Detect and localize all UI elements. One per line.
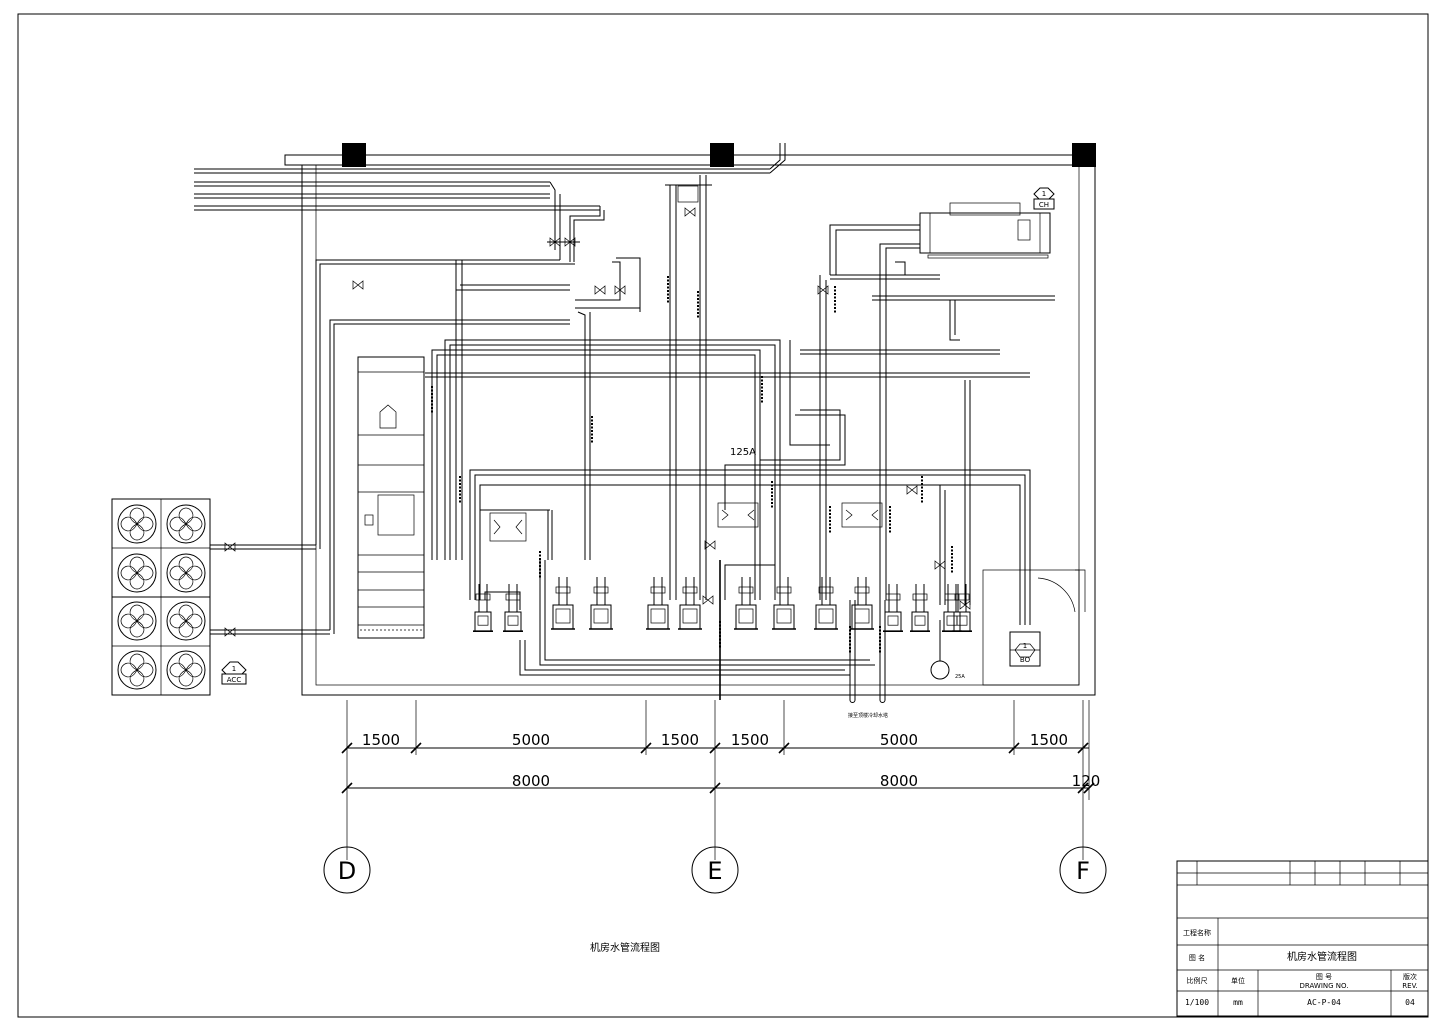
dim-bottom-2: 8000 <box>880 772 918 790</box>
dim-top-4: 1500 <box>731 731 769 749</box>
air-cooled-condenser <box>111 259 575 696</box>
condenser-fan-icon <box>166 553 206 593</box>
axis-f: F <box>1076 857 1090 885</box>
pump-icon <box>473 584 493 633</box>
valve-icon <box>224 627 236 637</box>
tag-bo-code: BO <box>1020 656 1031 664</box>
tb-scale-value: 1/100 <box>1185 998 1209 1007</box>
valve-icon <box>704 540 716 550</box>
pump-icon <box>646 577 670 630</box>
condenser-fan-icon <box>166 504 206 544</box>
tag-acc-code: ACC <box>227 676 242 684</box>
tag-ch-num: 1 <box>1042 190 1046 198</box>
tag-bo-num: 1 <box>1023 642 1027 650</box>
pump-icon <box>503 584 523 633</box>
pump-icon <box>814 577 838 630</box>
tag-ch: 1 CH <box>1033 187 1055 210</box>
pipe-size-125a: 125A <box>730 447 756 458</box>
valve-icon <box>614 285 626 295</box>
dim-top-6: 1500 <box>1030 731 1068 749</box>
plate-heat-exchangers <box>489 502 883 542</box>
dimension-lines <box>341 700 1095 860</box>
condenser-fan-icon <box>166 650 206 690</box>
valve-icon <box>352 280 364 290</box>
dim-bottom-3: 120 <box>1072 772 1101 790</box>
outlet-note: 接至顶楼冷却水塔 <box>848 712 888 719</box>
ahu-unit <box>357 356 425 639</box>
valve-icon <box>684 207 696 217</box>
tb-rev: 04 <box>1405 998 1415 1007</box>
room-walls <box>284 143 1096 696</box>
pump-icon <box>772 577 796 630</box>
pump-icon <box>952 584 972 633</box>
column-e <box>710 143 734 167</box>
dim-top-3: 1500 <box>661 731 699 749</box>
pump-icon <box>883 584 903 633</box>
dim-top-5: 5000 <box>880 731 918 749</box>
valve-icon <box>817 285 829 295</box>
expansion-pump <box>930 620 950 680</box>
pump-icon <box>678 577 702 630</box>
tb-drawing-no-label: 图 号 <box>1316 973 1332 981</box>
condenser-fan-icon <box>166 601 206 641</box>
valve-marks <box>224 207 971 637</box>
condenser-fan-icon <box>117 650 157 690</box>
grid-axes: D E F <box>323 846 1107 894</box>
tag-ch-code: CH <box>1039 201 1049 209</box>
column-d <box>342 143 366 167</box>
dimension-bottom-row: 8000 8000 120 <box>512 772 1100 790</box>
valve-icon <box>959 600 971 610</box>
incoming-pipes <box>194 143 786 211</box>
drawing-caption: 机房水管流程图 <box>590 941 660 954</box>
tb-drawing-name-label: 图 名 <box>1189 953 1205 962</box>
valve-icon <box>906 485 918 495</box>
valve-icon <box>934 560 946 570</box>
tb-drawing-no-label-en: DRAWING NO. <box>1300 982 1349 990</box>
valve-icon <box>224 542 236 552</box>
tb-unit-label: 单位 <box>1231 976 1245 985</box>
tb-rev-label: 版次 <box>1403 972 1417 981</box>
pump-icon <box>551 577 575 630</box>
pump-row <box>473 577 972 633</box>
tb-scale-label: 比例尺 <box>1187 976 1208 985</box>
valve-icon <box>702 595 714 605</box>
tb-rev-label-en: REV. <box>1402 982 1417 990</box>
tag-acc: 1 ACC <box>221 661 247 685</box>
dim-top-2: 5000 <box>512 731 550 749</box>
dim-bottom-1: 8000 <box>512 772 550 790</box>
condenser-fan-icon <box>117 601 157 641</box>
tag-bo: 1 BO <box>1020 642 1031 664</box>
pipe-size-notes <box>431 276 953 654</box>
title-block: 工程名称 图 名 机房水管流程图 比例尺 单位 图 号 DRAWING NO. … <box>1176 860 1429 1017</box>
tag-acc-num: 1 <box>232 665 236 673</box>
chiller <box>830 202 1055 301</box>
tb-unit-value: mm <box>1233 998 1243 1007</box>
valve-icon <box>549 237 561 247</box>
valve-icon <box>594 285 606 295</box>
dim-top-1: 1500 <box>362 731 400 749</box>
column-f <box>1072 143 1096 167</box>
tb-drawing-no: AC-P-04 <box>1307 998 1341 1007</box>
pipe-network <box>425 175 1031 703</box>
tb-drawing-name: 机房水管流程图 <box>1287 950 1357 963</box>
tb-project-name-label: 工程名称 <box>1183 928 1211 937</box>
pump-icon <box>589 577 613 630</box>
axis-d: D <box>338 857 356 885</box>
condenser-fan-icon <box>117 553 157 593</box>
dimension-top-row: 1500 5000 1500 1500 5000 1500 <box>362 731 1068 749</box>
boiler <box>1009 631 1041 667</box>
pump-icon <box>734 577 758 630</box>
condenser-fan-icon <box>117 504 157 544</box>
axis-e: E <box>707 857 722 885</box>
pump-icon <box>850 577 874 630</box>
pump-icon <box>910 584 930 633</box>
pipe-size-25a: 25A <box>955 674 965 680</box>
valve-icon <box>564 237 576 247</box>
sheet-border <box>17 13 1429 1018</box>
